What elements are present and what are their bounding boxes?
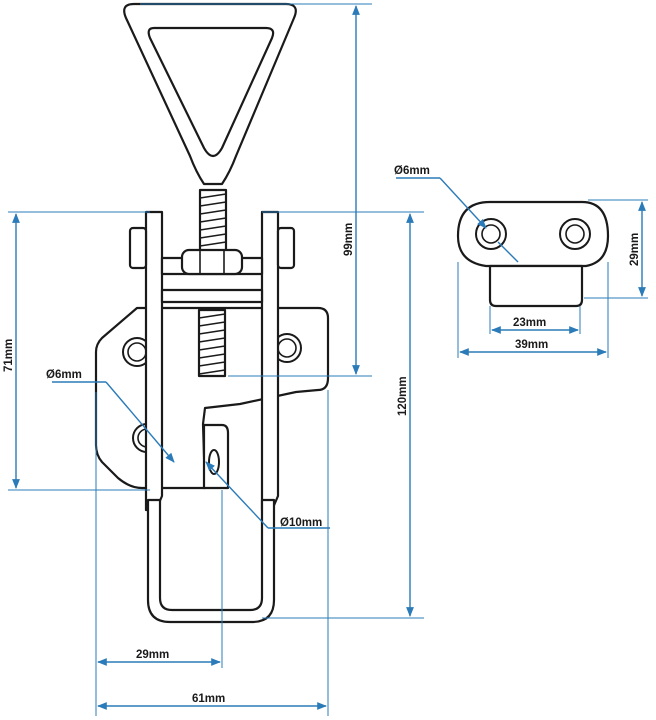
label-71mm: 71mm — [3, 339, 15, 372]
keeper-hole-right — [559, 218, 591, 250]
dimension-labels: 99mm 71mm 120mm Ø6mm Ø10mm 29mm 61mm Ø6m… — [3, 165, 641, 705]
label-61mm: 61mm — [192, 693, 225, 705]
wire-u-handle — [146, 498, 276, 624]
keeper-hole-right-inner — [565, 224, 585, 244]
label-keeper-39mm: 39mm — [515, 339, 548, 351]
lever-pivot-right — [276, 226, 296, 270]
keeper-view — [456, 200, 610, 308]
label-keeper-29mm: 29mm — [629, 233, 641, 266]
label-99mm: 99mm — [343, 223, 355, 256]
lever-side-plate-right — [260, 210, 280, 512]
triangle-eye-inner — [147, 26, 275, 158]
label-29mm: 29mm — [136, 649, 169, 661]
lever-cross-bar-lower — [160, 288, 264, 304]
label-120mm: 120mm — [397, 376, 409, 416]
dimension-lines — [8, 3, 648, 716]
lever-pivot-left — [128, 226, 148, 270]
label-keeper-23mm: 23mm — [513, 317, 546, 329]
thread-marks-upper — [199, 193, 227, 247]
keeper-hook — [488, 264, 584, 308]
latch-main-view — [94, 2, 330, 624]
lever-side-plate-left — [144, 210, 164, 512]
thread-marks-lower — [198, 313, 226, 375]
label-hole-6mm-left: Ø6mm — [46, 369, 82, 381]
label-keeper-6mm: Ø6mm — [394, 165, 430, 177]
adjustment-nut — [180, 248, 244, 276]
keeper-plate — [456, 200, 610, 268]
keeper-hole-left-inner — [481, 224, 501, 244]
label-hook-10mm: Ø10mm — [280, 517, 322, 529]
keeper-hole-left — [475, 218, 507, 250]
